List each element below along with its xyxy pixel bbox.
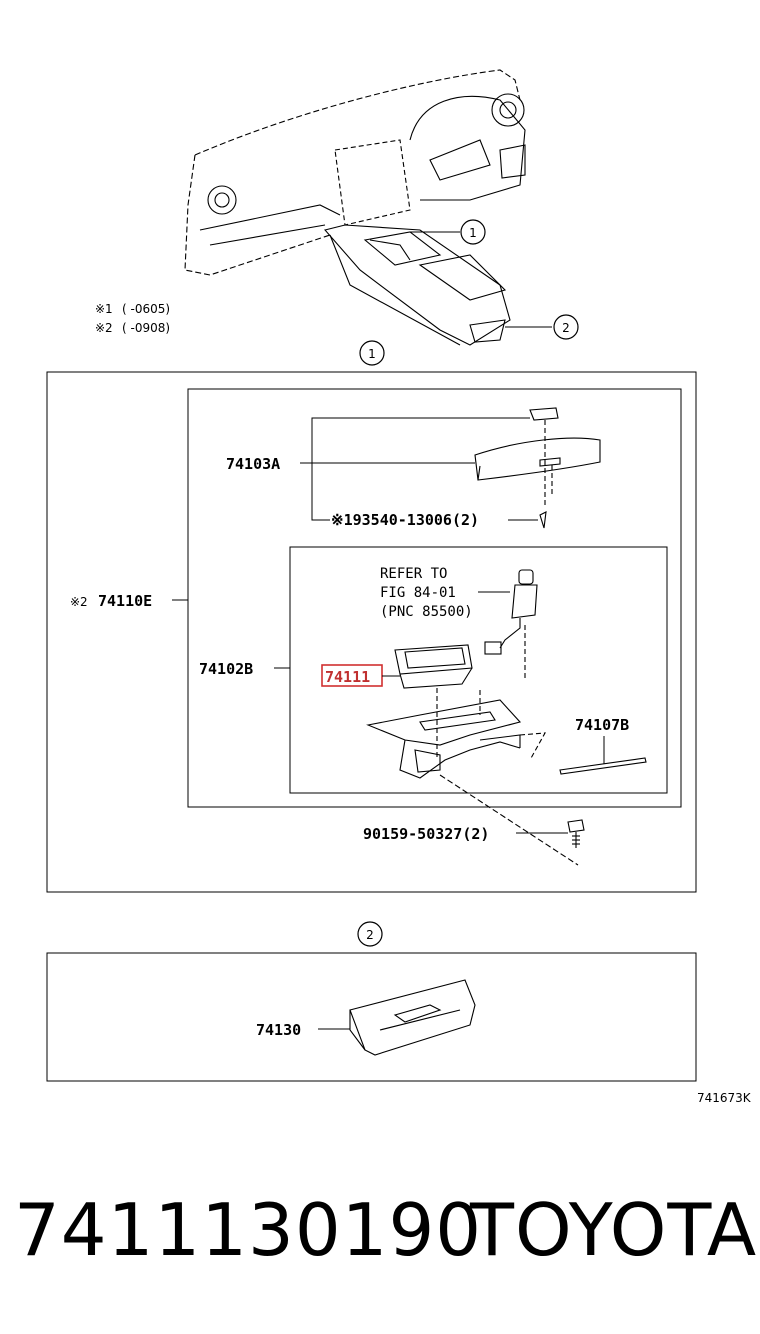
svg-text:1: 1	[469, 226, 477, 240]
part-label-74110E: 74110E	[98, 592, 152, 610]
callout-1-overview: 1	[460, 219, 486, 245]
pocket-74130-illustration	[349, 979, 476, 1056]
part-label-74103A: 74103A	[226, 455, 280, 473]
section-1-callout: 1	[359, 340, 385, 366]
note-2-mark: ※2	[95, 321, 113, 335]
part-label-74102B: 74102B	[199, 660, 253, 678]
lid-leader-lines	[300, 417, 538, 521]
screw-illustration	[567, 819, 585, 848]
note-2-range: ( -0908)	[122, 321, 170, 335]
svg-text:2: 2	[366, 928, 374, 942]
part-number: 7411130190	[14, 1188, 483, 1272]
part-label-90159-50327: 90159-50327(2)	[363, 825, 489, 843]
brand-name: TOYOTA	[470, 1188, 758, 1272]
housing-74102B-illustration	[366, 690, 579, 866]
dashboard-illustration	[184, 69, 526, 346]
overview-leader-lines	[410, 231, 552, 328]
note-1-mark: ※1	[95, 302, 113, 316]
strip-74107B-illustration	[559, 757, 647, 775]
part-label-74107B: 74107B	[575, 716, 629, 734]
socket-illustration	[484, 569, 538, 680]
refer-line-3: (PNC 85500)	[380, 604, 473, 620]
tray-74111-illustration	[394, 644, 473, 760]
section-2-callout: 2	[357, 921, 383, 947]
lid-74103A-illustration	[474, 407, 601, 529]
part-label-74110E-mark: ※2	[70, 595, 88, 609]
refer-line-2: FIG 84-01	[380, 585, 456, 601]
assembly-74110E-frame	[187, 388, 682, 808]
svg-text:1: 1	[368, 347, 376, 361]
callout-2-overview: 2	[553, 314, 579, 340]
refer-line-1: REFER TO	[380, 566, 447, 582]
figure-code: 741673K	[697, 1091, 752, 1105]
section-1-frame	[46, 371, 697, 893]
assembly-74102B-frame	[289, 546, 668, 794]
svg-text:2: 2	[562, 321, 570, 335]
part-label-74111: 74111	[325, 668, 370, 686]
section-2-frame	[46, 952, 697, 1082]
part-label-93540-13006: ※193540-13006(2)	[331, 511, 479, 529]
note-1-range: ( -0605)	[122, 302, 170, 316]
part-label-74130: 74130	[256, 1021, 301, 1039]
